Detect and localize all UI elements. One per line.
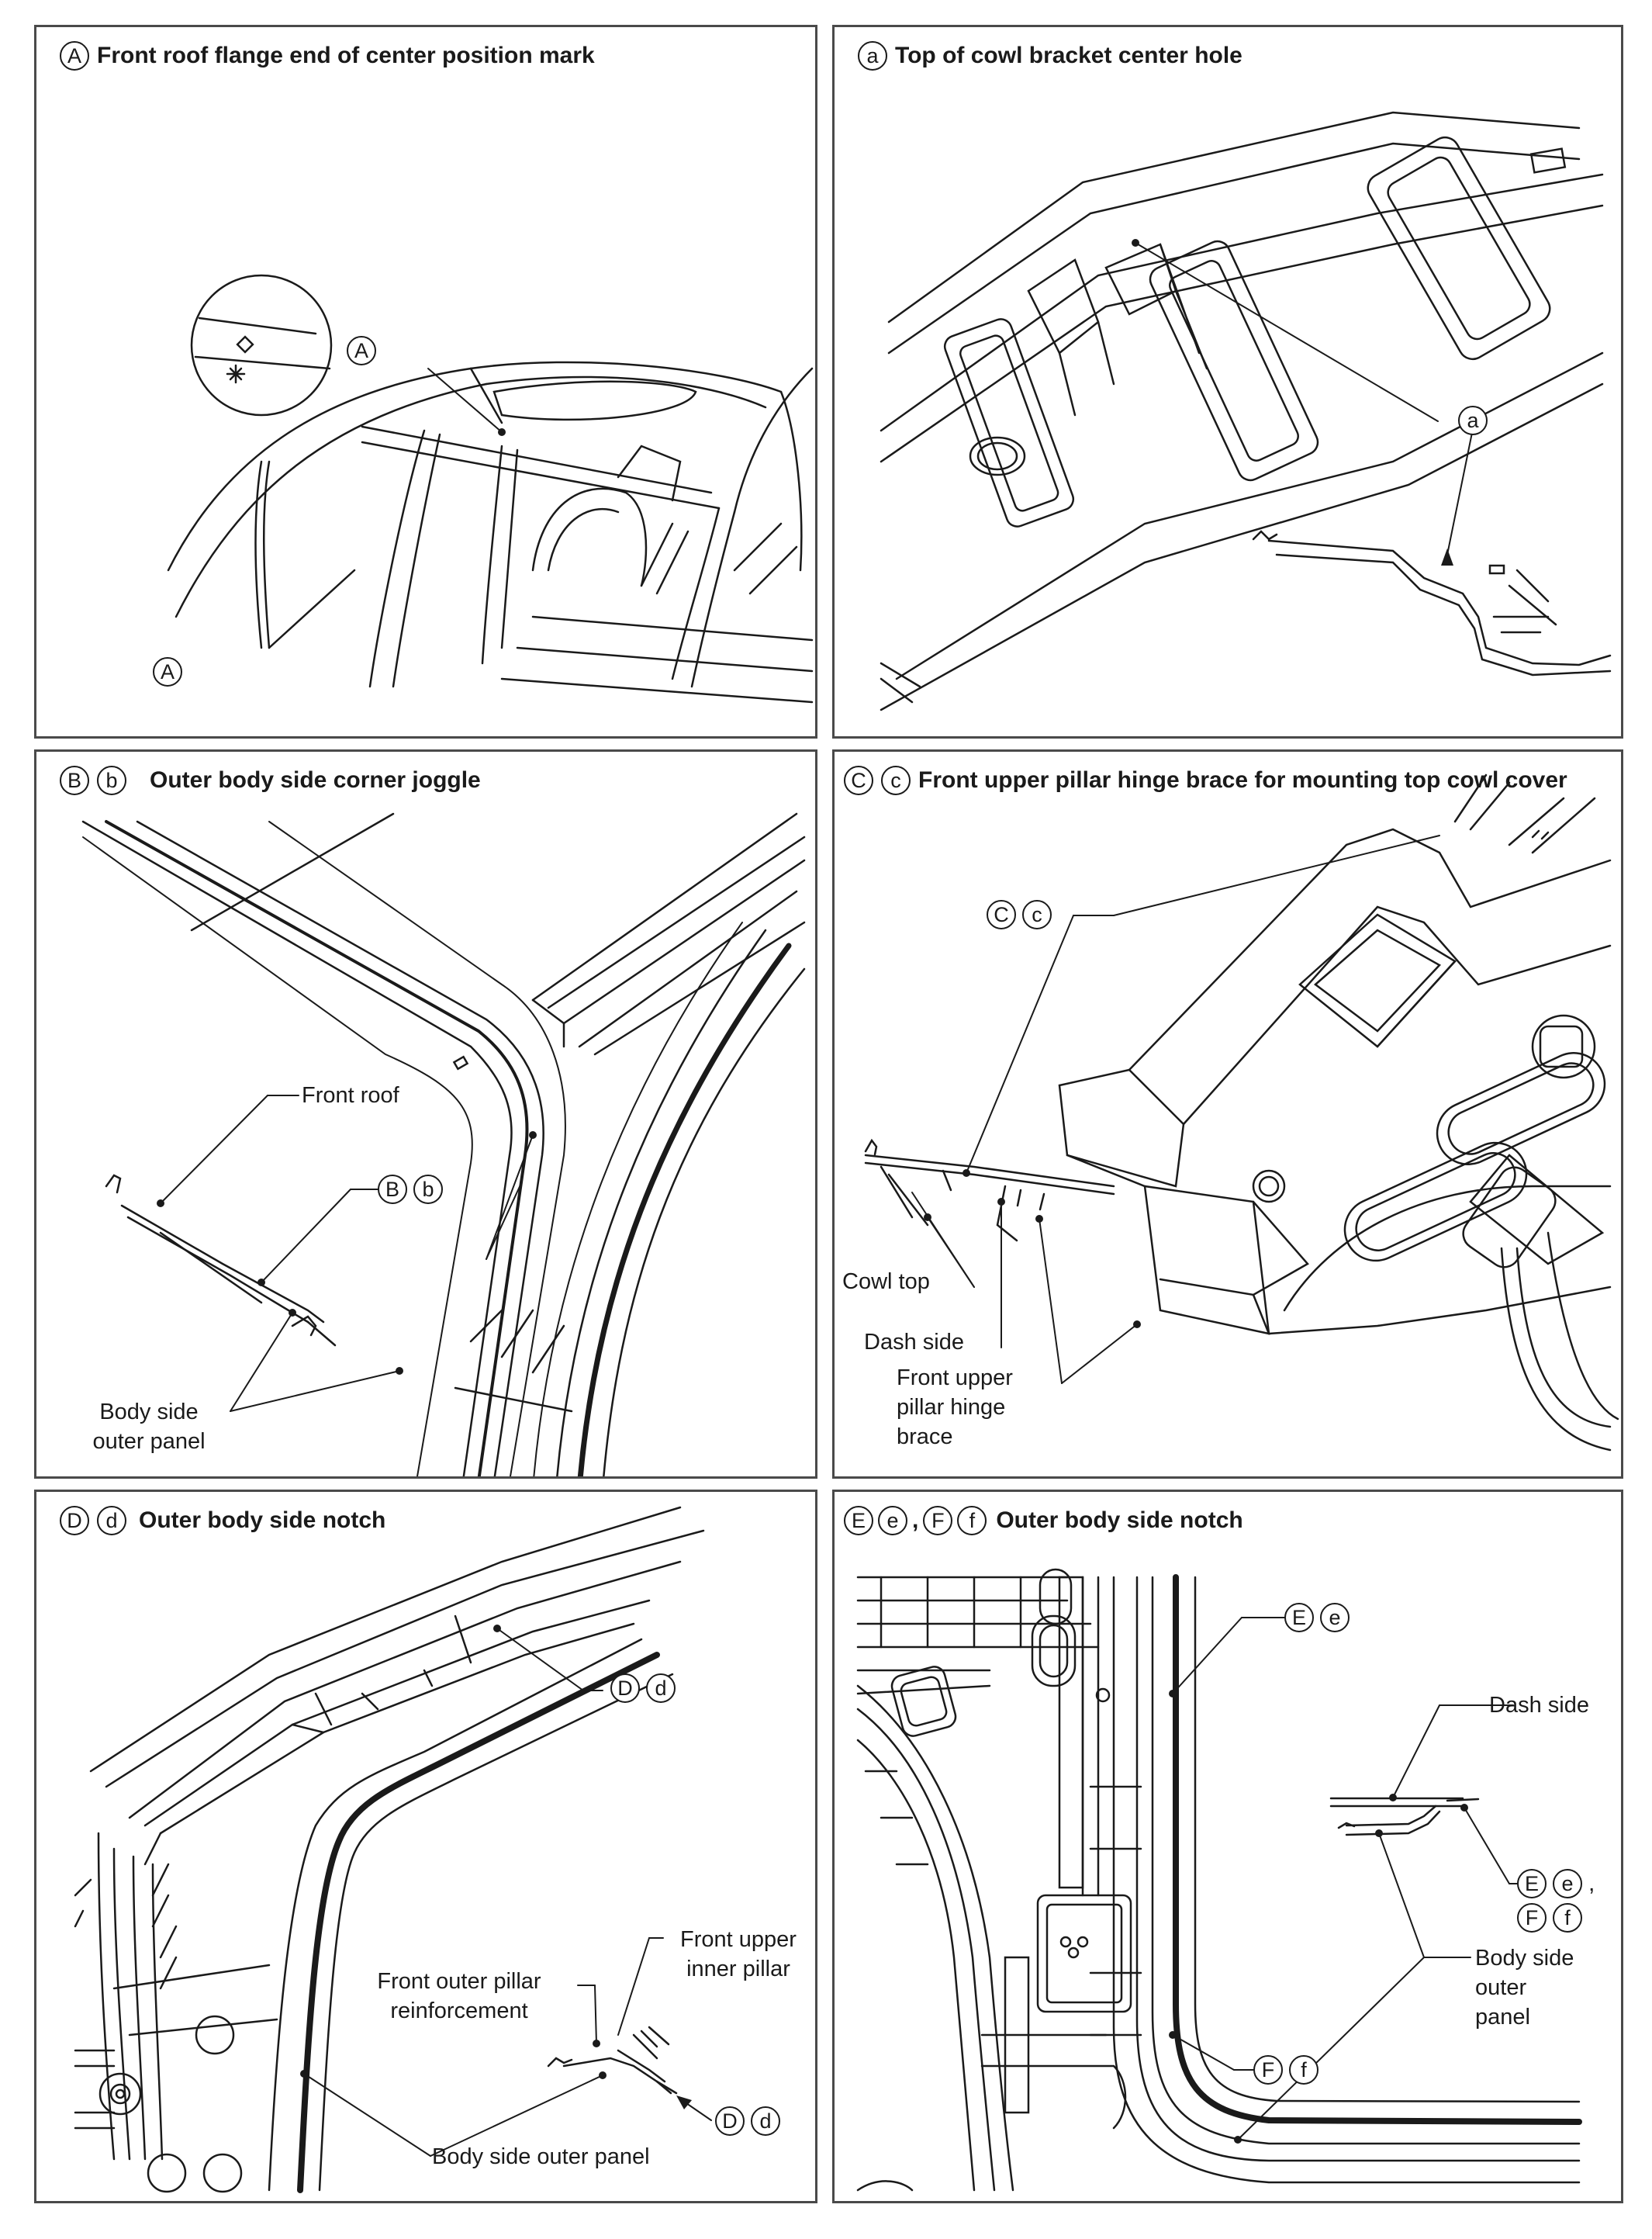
- callout-section-ef: E e , F f: [1517, 1869, 1595, 1933]
- section-f-row: F f: [1517, 1903, 1582, 1933]
- callout-mark-b-lower: b: [413, 1175, 443, 1204]
- title-text: Outer body side notch: [139, 1507, 386, 1533]
- callout-mark-e-upper: E: [1284, 1603, 1314, 1632]
- panel-d: D d Outer body side notch D d Front oute…: [34, 1490, 817, 2203]
- panel-c: C c Front upper pillar hinge brace for m…: [832, 749, 1623, 1479]
- callout-mark-e-lower: e: [1320, 1603, 1350, 1632]
- arrow-callout-d: D d: [715, 2106, 780, 2136]
- callout-mark-b-upper: B: [378, 1175, 407, 1204]
- label-line: Body side: [99, 1400, 199, 1424]
- callout-mark-a: A: [347, 336, 376, 365]
- section-mark-f-lower: f: [1553, 1903, 1582, 1933]
- title-mark-c-lower: c: [881, 766, 911, 795]
- callout-mark-d-lower: d: [646, 1673, 676, 1703]
- label-dash-side: Dash side: [864, 1330, 964, 1355]
- title-mark-b-lower: b: [97, 766, 126, 795]
- title-mark-d-lower: d: [97, 1506, 126, 1535]
- panel-title: E e , F f Outer body side notch: [844, 1506, 1243, 1535]
- label-body-side-outer-panel: Body side outer panel: [1475, 1943, 1574, 2032]
- label-cowl-top: Cowl top: [842, 1269, 930, 1294]
- title-text: Top of cowl bracket center hole: [895, 43, 1242, 68]
- callout-b: B b: [378, 1175, 443, 1204]
- corner-joggle-illustration: [81, 812, 806, 1476]
- arrow-mark-d-upper: D: [715, 2106, 745, 2136]
- panel-title: B b Outer body side corner joggle: [60, 766, 481, 795]
- callout-a-lower: a: [1458, 406, 1488, 435]
- title-mark-f-lower: f: [957, 1506, 987, 1535]
- title-mark-e-lower: e: [878, 1506, 907, 1535]
- outer-body-notch-illustration: [74, 1506, 712, 2193]
- section-e-row: E e ,: [1517, 1869, 1595, 1898]
- title-text: Front upper pillar hinge brace for mount…: [918, 767, 1567, 793]
- label-line: Front outer pillar: [377, 1969, 541, 1994]
- title-text: Front roof flange end of center position…: [97, 43, 595, 68]
- label-line: Front upper: [680, 1927, 797, 1952]
- label-line: Body side: [1475, 1946, 1574, 1971]
- callout-mark-c-lower: c: [1022, 900, 1052, 929]
- callout-mark-d-upper: D: [610, 1673, 640, 1703]
- callout-a: A: [347, 336, 376, 365]
- section-mark-f-upper: F: [1517, 1903, 1547, 1933]
- arrow-mark-d-lower: d: [751, 2106, 780, 2136]
- label-front-outer-pillar-reinforcement: Front outer pillar reinforcement: [343, 1967, 575, 2026]
- label-body-side-outer-panel: Body side outer panel: [432, 2144, 650, 2169]
- panel-a: A Front roof flange end of center positi…: [34, 25, 817, 739]
- label-body-side-outer-panel: Body side outer panel: [67, 1397, 230, 1456]
- panel-title: D d Outer body side notch: [60, 1506, 385, 1535]
- title-mark-a-lower: a: [858, 41, 887, 71]
- callout-mark-f-lower: f: [1289, 2055, 1318, 2085]
- label-line: Front upper: [897, 1365, 1013, 1390]
- outer-body-notch-ef-illustration: [856, 1568, 1582, 2192]
- cowl-bracket-illustration: [880, 111, 1612, 711]
- section-mark-e-upper: E: [1517, 1869, 1547, 1898]
- label-line: panel: [1475, 2005, 1530, 2030]
- title-mark-d-upper: D: [60, 1506, 89, 1535]
- panel-title: C c Front upper pillar hinge brace for m…: [844, 766, 1567, 795]
- label-line: pillar hinge: [897, 1395, 1006, 1420]
- label-line: outer: [1475, 1975, 1527, 2000]
- title-separator: ,: [912, 1507, 919, 1533]
- panel-a-lower: a Top of cowl bracket center hole a: [832, 25, 1623, 739]
- label-hinge-brace: Front upper pillar hinge brace: [897, 1363, 1013, 1452]
- title-mark-a: A: [60, 41, 89, 71]
- title-text: Outer body side notch: [996, 1507, 1243, 1533]
- callout-c: C c: [987, 900, 1052, 929]
- panel-e-f: E e , F f Outer body side notch E e Dash…: [832, 1490, 1623, 2203]
- panel-title: A Front roof flange end of center positi…: [60, 41, 595, 71]
- callout-mark-c-upper: C: [987, 900, 1016, 929]
- title-mark-c-upper: C: [844, 766, 873, 795]
- label-line: brace: [897, 1424, 953, 1449]
- title-text: Outer body side corner joggle: [150, 767, 481, 793]
- label-front-roof: Front roof: [302, 1083, 399, 1108]
- title-mark-f-upper: F: [923, 1506, 953, 1535]
- callout-mark-f-upper: F: [1253, 2055, 1283, 2085]
- section-separator: ,: [1588, 1870, 1595, 1896]
- label-line: inner pillar: [686, 1957, 790, 1981]
- callout-e: E e: [1284, 1603, 1350, 1632]
- section-mark-e-lower: e: [1553, 1869, 1582, 1898]
- label-dash-side: Dash side: [1489, 1693, 1589, 1718]
- label-line: reinforcement: [390, 1998, 528, 2023]
- panel-title: a Top of cowl bracket center hole: [858, 41, 1242, 71]
- callout-mark-a-lower: a: [1458, 406, 1488, 435]
- label-line: outer panel: [92, 1429, 206, 1454]
- panel-mark-a: A: [153, 657, 182, 687]
- label-front-upper-inner-pillar: Front upper inner pillar: [665, 1925, 812, 1984]
- title-mark-e-upper: E: [844, 1506, 873, 1535]
- hinge-brace-illustration: [864, 773, 1619, 1452]
- roof-flange-illustration: [167, 274, 814, 704]
- callout-f: F f: [1253, 2055, 1318, 2085]
- title-mark-b-upper: B: [60, 766, 89, 795]
- bottom-mark-a: A: [153, 657, 182, 687]
- callout-d: D d: [610, 1673, 676, 1703]
- panel-b: B b Outer body side corner joggle Front …: [34, 749, 817, 1479]
